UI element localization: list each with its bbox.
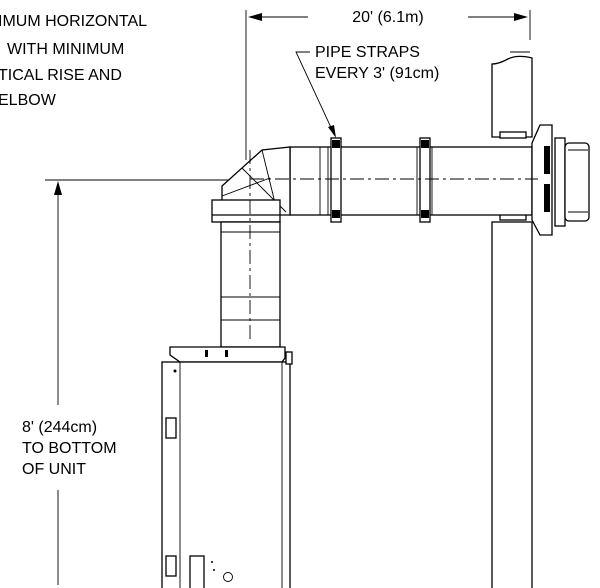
unit-port-circle (223, 572, 233, 582)
terminal-cap (564, 142, 590, 222)
terminal-vent-slot-upper (544, 146, 550, 174)
unit-connection-box (189, 555, 205, 588)
terminal-ring (554, 137, 566, 227)
vertical-vent-pipe (220, 221, 281, 348)
horizontal-dimension: 20' (6.1m) (245, 9, 531, 160)
note-line-4: ELBOW (0, 92, 57, 109)
unit-bracket-upper (165, 417, 177, 439)
centerlines (249, 150, 538, 340)
pipe-strap-2-bottom-tab (421, 210, 429, 218)
horizontal-dimension-label: 20' (6.1m) (352, 9, 424, 26)
unit-screw (173, 369, 177, 373)
vertical-arrowhead-top (54, 181, 62, 195)
terminal-vent-slot-lower (544, 184, 550, 212)
horizontal-pipe (289, 146, 533, 216)
vertical-pipe (220, 221, 281, 348)
pipe-straps-label-2: EVERY 3' (91cm) (315, 65, 439, 82)
wall-lower-section (491, 221, 533, 588)
pipe-straps (330, 137, 431, 223)
vent-terminal (531, 124, 590, 236)
pipe-strap-2 (419, 137, 431, 223)
wall-upper-section (491, 55, 533, 138)
unit-dot-2 (213, 569, 215, 571)
unit-bracket-lower (165, 555, 177, 577)
pipe-strap-1-bottom-tab (332, 210, 340, 218)
vertical-dimension-label-2: TO BOTTOM (22, 440, 117, 457)
vertical-dimension-label-1: 8' (244cm) (22, 419, 97, 436)
bracket-slot-2 (225, 350, 228, 357)
unit-body (161, 361, 291, 588)
exterior-wall (491, 51, 533, 588)
vent-elbow (211, 146, 291, 223)
pipe-strap-2-top-tab (421, 140, 429, 148)
pipe-straps-arrowhead (328, 125, 336, 138)
water-heater-unit (161, 346, 293, 588)
pipe-straps-label-1: PIPE STRAPS (315, 44, 420, 61)
arrowhead-left (248, 13, 262, 21)
pipe-strap-1 (330, 137, 342, 223)
arrowhead-right (514, 13, 528, 21)
unit-dot-1 (211, 561, 213, 563)
elbow-seam-3 (221, 177, 271, 197)
elbow-collar (211, 199, 281, 223)
pipe-straps-leader (295, 51, 335, 135)
bracket-slot-1 (205, 350, 208, 357)
note-line-2: WITH MINIMUM (7, 41, 124, 58)
minimum-vent-note: IMUM HORIZONTAL WITH MINIMUM TICAL RISE … (0, 13, 147, 109)
unit-fitting (285, 351, 293, 365)
pipe-strap-1-top-tab (332, 140, 340, 148)
note-line-1: IMUM HORIZONTAL (0, 13, 147, 30)
pipe-straps-callout: PIPE STRAPS EVERY 3' (91cm) (295, 44, 439, 138)
vertical-dimension: 8' (244cm) TO BOTTOM OF UNIT (22, 179, 232, 585)
note-line-3: TICAL RISE AND (0, 67, 122, 84)
vertical-dimension-label-3: OF UNIT (22, 461, 86, 478)
horizontal-vent-pipe (289, 146, 533, 216)
terminal-flange (531, 124, 553, 236)
wall-trim-top (499, 131, 527, 139)
